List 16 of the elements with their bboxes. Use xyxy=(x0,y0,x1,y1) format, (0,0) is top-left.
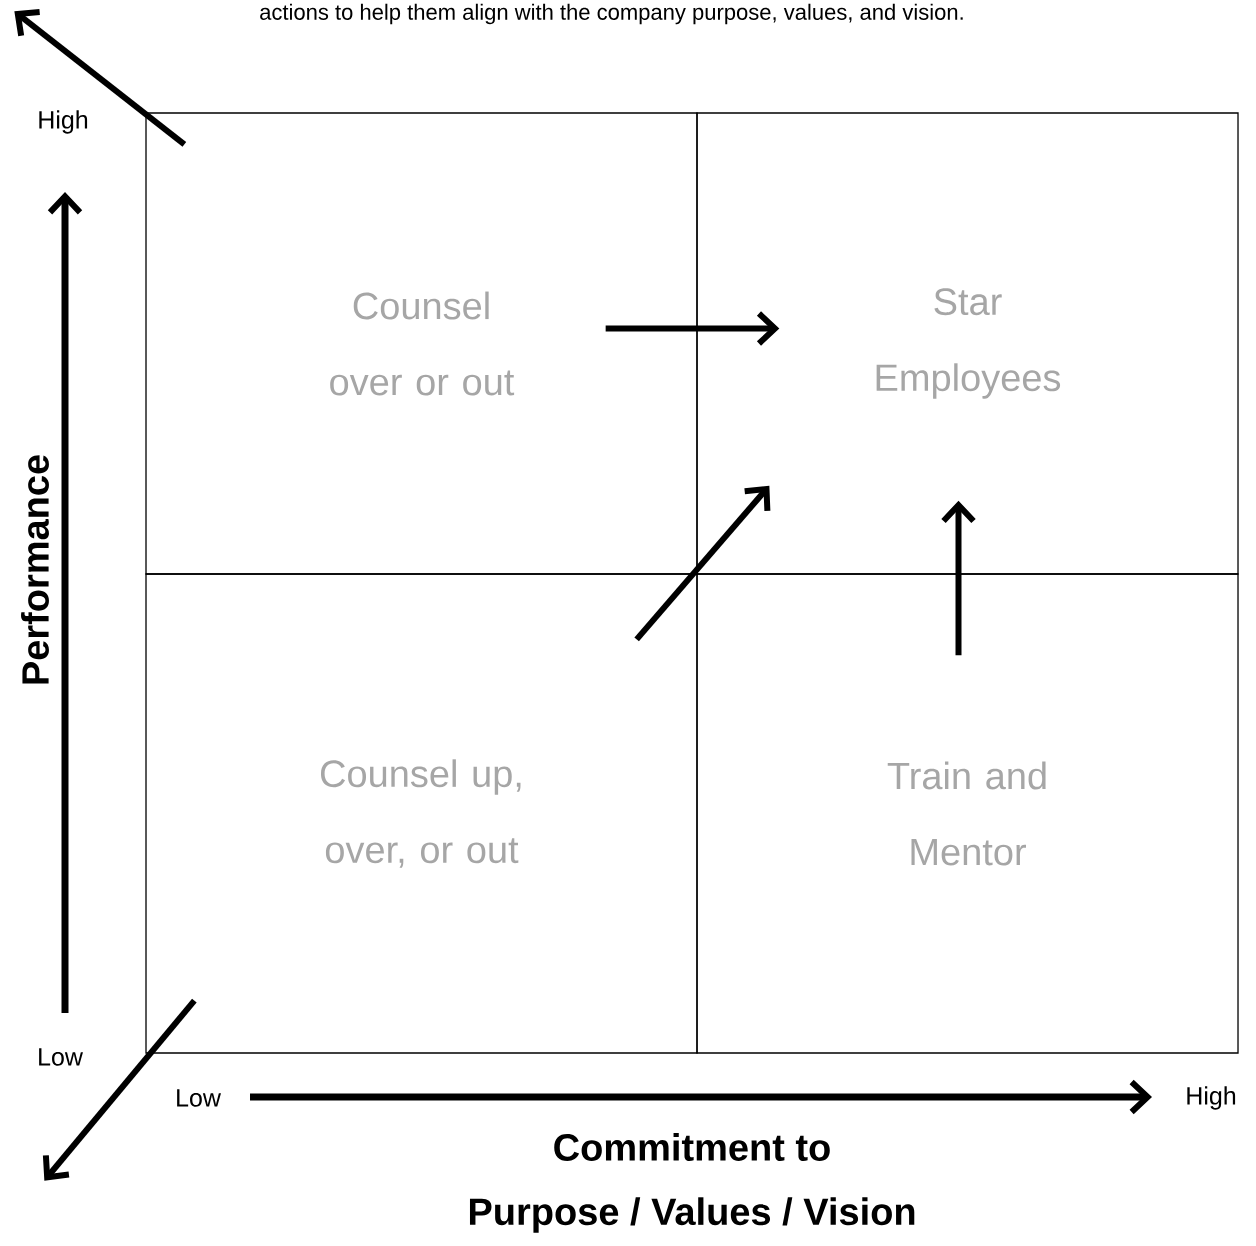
quadrant-cell: Counsel up, over, or out xyxy=(145,573,698,1054)
quadrant-cell: Star Employees xyxy=(696,112,1239,575)
arrow xyxy=(42,998,197,1181)
arrow xyxy=(941,500,976,656)
axis-title: Performance xyxy=(21,455,49,684)
axis-label: Low xyxy=(177,1089,221,1107)
quadrant-cell: Train and Mentor xyxy=(696,573,1239,1054)
axis-title: Commitment to xyxy=(554,1133,830,1161)
axis-label: Low xyxy=(39,1048,83,1066)
note-text: actions to help them align with the company purpose, values, and vision. xyxy=(260,3,963,25)
arrow xyxy=(14,9,187,147)
axis-label: High xyxy=(39,110,88,134)
axis-label: High xyxy=(1187,1086,1236,1110)
axis-title: Purpose / Values / Vision xyxy=(470,1197,915,1233)
quadrant-cell: Counsel over or out xyxy=(145,112,698,575)
arrow xyxy=(605,311,780,346)
